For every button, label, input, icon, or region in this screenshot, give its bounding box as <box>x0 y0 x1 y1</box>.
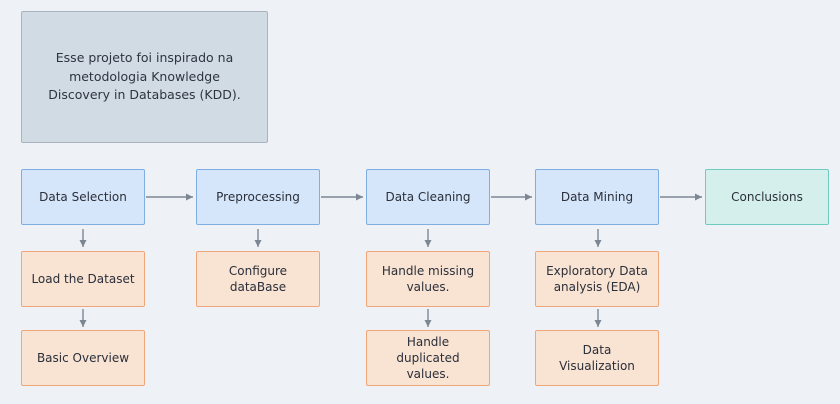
kdd-note: Esse projeto foi inspirado na metodologi… <box>21 11 268 143</box>
step-data-visualization: Data Visualization <box>535 330 659 386</box>
stage-conclusions-label: Conclusions <box>731 189 803 204</box>
step-handle-duplicated-label: Handle duplicated values. <box>396 334 460 382</box>
step-basic-overview: Basic Overview <box>21 330 145 386</box>
step-load-dataset-label: Load the Dataset <box>31 271 135 286</box>
stage-data-selection: Data Selection <box>21 169 145 225</box>
stage-data-cleaning-label: Data Cleaning <box>385 189 471 204</box>
stage-data-selection-label: Data Selection <box>39 189 127 204</box>
step-eda-label: Exploratory Data analysis (EDA) <box>546 263 648 294</box>
step-handle-duplicated: Handle duplicated values. <box>366 330 490 386</box>
step-configure-database-label: Configure dataBase <box>228 263 288 294</box>
step-handle-missing: Handle missing values. <box>366 251 490 307</box>
stage-conclusions: Conclusions <box>705 169 829 225</box>
stage-preprocessing: Preprocessing <box>196 169 320 225</box>
step-eda: Exploratory Data analysis (EDA) <box>535 251 659 307</box>
step-basic-overview-label: Basic Overview <box>36 350 130 365</box>
kdd-note-text: Esse projeto foi inspirado na metodologi… <box>48 49 241 103</box>
step-configure-database: Configure dataBase <box>196 251 320 307</box>
stage-data-cleaning: Data Cleaning <box>366 169 490 225</box>
step-data-visualization-label: Data Visualization <box>559 342 635 373</box>
step-handle-missing-label: Handle missing values. <box>381 263 475 294</box>
stage-data-mining: Data Mining <box>535 169 659 225</box>
stage-data-mining-label: Data Mining <box>560 189 634 204</box>
step-load-dataset: Load the Dataset <box>21 251 145 307</box>
stage-preprocessing-label: Preprocessing <box>216 189 300 204</box>
